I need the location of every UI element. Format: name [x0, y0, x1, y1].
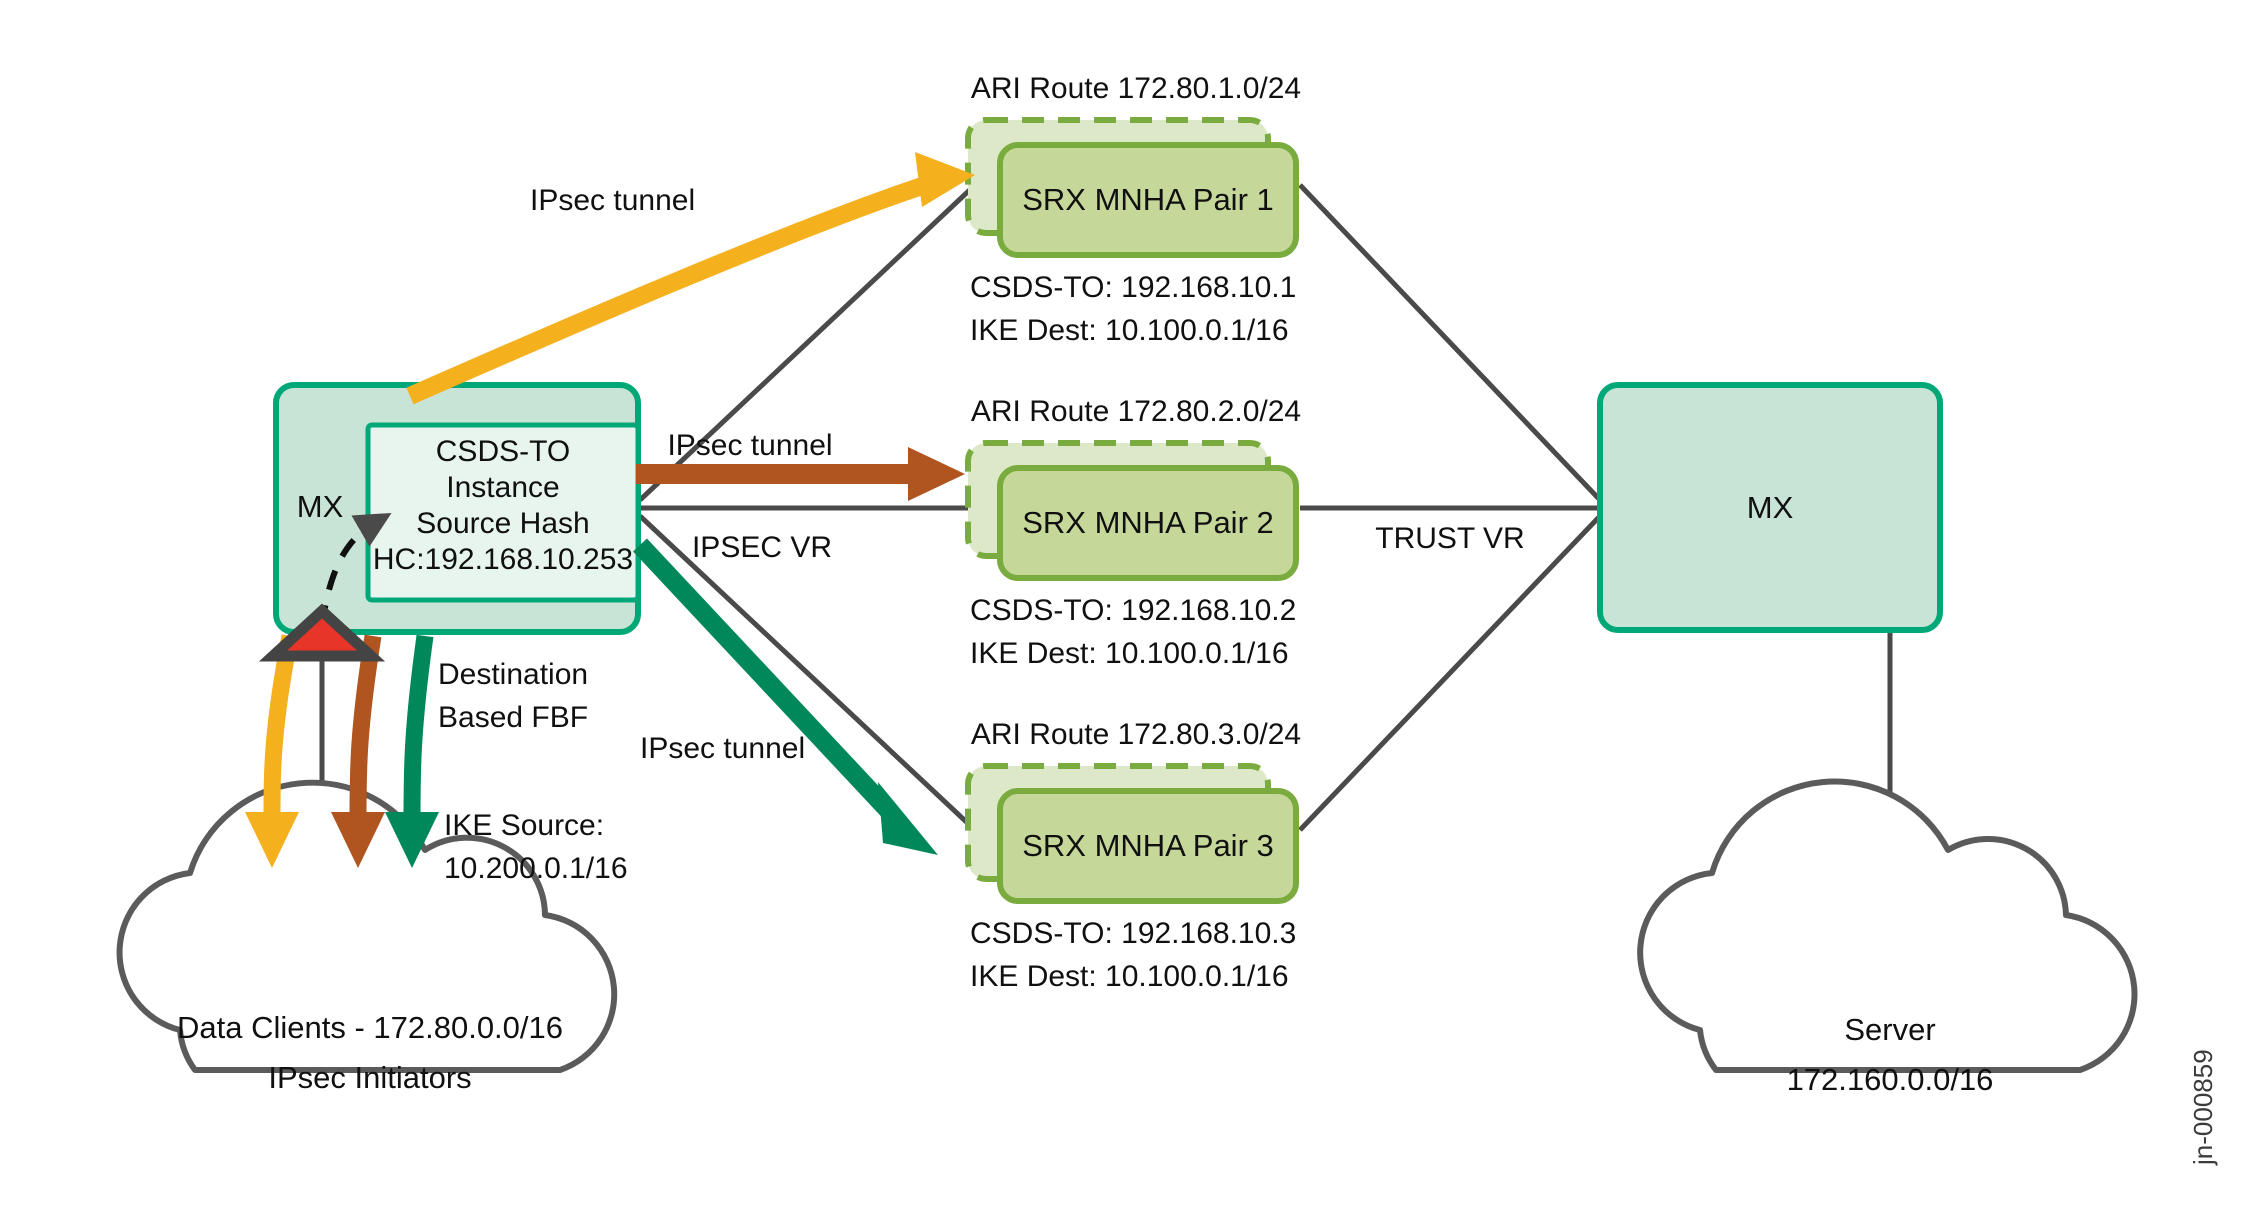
fbf-annotation-line2: Based FBF [438, 701, 588, 734]
srx-pair-2-label: SRX MNHA Pair 2 [1022, 505, 1274, 540]
srx-pair-1-csds-to: CSDS-TO: 192.168.10.1 [970, 271, 1296, 304]
link-pair3-to-mx-right [1298, 514, 1602, 832]
server-cloud-line1: Server [1844, 1012, 1935, 1047]
return-arrow-yellow-head [245, 812, 299, 868]
csds-to-instance-box[interactable] [365, 422, 641, 603]
srx-pair-2-node[interactable]: ARI Route 172.80.2.0/24 SRX MNHA Pair 2 … [965, 395, 1301, 670]
mx-right-label: MX [1747, 490, 1794, 525]
srx-pair-2-csds-to: CSDS-TO: 192.168.10.2 [970, 594, 1296, 627]
ipsec-tunnel-top-label: IPsec tunnel [530, 184, 695, 217]
ike-source-line1: IKE Source: [444, 809, 604, 842]
server-cloud-shape [1637, 778, 2138, 1073]
return-arrow-brown-head [331, 812, 385, 868]
mx-left-node[interactable]: MX CSDS-TO Instance Source Hash HC:192.1… [273, 382, 641, 635]
return-arrow-teal-head [385, 812, 439, 868]
srx-pair-2-ari-route: ARI Route 172.80.2.0/24 [971, 395, 1301, 428]
srx-pair-3-ike-dest: IKE Dest: 10.100.0.1/16 [970, 960, 1289, 993]
srx-pair-1-box[interactable] [997, 142, 1299, 258]
link-mx-left-to-pair1 [638, 183, 977, 502]
mx-right-box[interactable] [1597, 382, 1943, 633]
ipsec-tunnel-bottom: IPsec tunnel [633, 538, 938, 855]
return-flow-arrows [245, 634, 439, 868]
mx-left-label: MX [297, 489, 344, 524]
ipsec-vr-label: IPSEC VR [692, 531, 832, 564]
ipsec-tunnel-top: IPsec tunnel [406, 152, 975, 405]
fbf-annotation-line1: Destination [438, 658, 588, 691]
srx-pair-1-ike-dest: IKE Dest: 10.100.0.1/16 [970, 314, 1289, 347]
srx-pair-1-node[interactable]: ARI Route 172.80.1.0/24 SRX MNHA Pair 1 … [965, 72, 1301, 347]
srx-pair-3-csds-to: CSDS-TO: 192.168.10.3 [970, 917, 1296, 950]
return-arrow-teal [403, 634, 434, 821]
watermark-label: jn-000859 [2188, 1049, 2218, 1166]
ipsec-tunnel-middle-label: IPsec tunnel [667, 429, 832, 462]
csds-to-line4: HC:192.168.10.253 [373, 543, 633, 576]
ipsec-tunnel-top-arrow [406, 176, 928, 405]
fbf-marker [258, 603, 386, 662]
csds-to-line3: Source Hash [416, 507, 589, 540]
return-arrow-yellow [263, 634, 299, 821]
trust-vr-label: TRUST VR [1375, 522, 1524, 555]
srx-pair-2-box[interactable] [997, 465, 1299, 581]
csds-to-line1: CSDS-TO [436, 435, 570, 468]
ipsec-tunnel-bottom-arrowhead [878, 782, 938, 855]
csds-to-line2: Instance [446, 471, 559, 504]
mx-right-node[interactable]: MX [1597, 382, 1943, 633]
ipsec-tunnel-middle: IPsec tunnel IPSEC VR [636, 429, 965, 564]
srx-pair-3-label: SRX MNHA Pair 3 [1022, 828, 1274, 863]
ipsec-tunnel-top-arrowhead [915, 152, 975, 207]
ipsec-tunnel-bottom-label: IPsec tunnel [640, 732, 805, 765]
clients-cloud-line2: IPsec Initiators [268, 1060, 471, 1095]
server-cloud-line2: 172.160.0.0/16 [1787, 1062, 1994, 1097]
srx-pair-3-ari-route: ARI Route 172.80.3.0/24 [971, 718, 1301, 751]
srx-pair-1-label: SRX MNHA Pair 1 [1022, 182, 1274, 217]
topology-links [319, 183, 1893, 1030]
ike-source-line2: 10.200.0.1/16 [444, 852, 628, 885]
clients-cloud-shape [116, 779, 618, 1073]
fbf-marker-triangle-outline [258, 603, 386, 662]
server-cloud: Server 172.160.0.0/16 [1637, 778, 2138, 1097]
clients-cloud-line1: Data Clients - 172.80.0.0/16 [177, 1010, 563, 1045]
srx-pair-3-box[interactable] [997, 788, 1299, 904]
srx-pair-2-ike-dest: IKE Dest: 10.100.0.1/16 [970, 637, 1289, 670]
clients-cloud: Data Clients - 172.80.0.0/16 IPsec Initi… [116, 779, 618, 1095]
ipsec-tunnel-bottom-arrow [633, 538, 897, 819]
ipsec-tunnel-middle-arrowhead [908, 447, 965, 501]
link-mx-left-to-pair3 [638, 514, 977, 832]
srx-pair-3-node[interactable]: ARI Route 172.80.3.0/24 SRX MNHA Pair 3 … [965, 718, 1301, 993]
link-pair1-to-mx-right [1298, 183, 1602, 502]
srx-pair-1-ari-route: ARI Route 172.80.1.0/24 [971, 72, 1301, 105]
return-arrow-brown [349, 634, 382, 821]
